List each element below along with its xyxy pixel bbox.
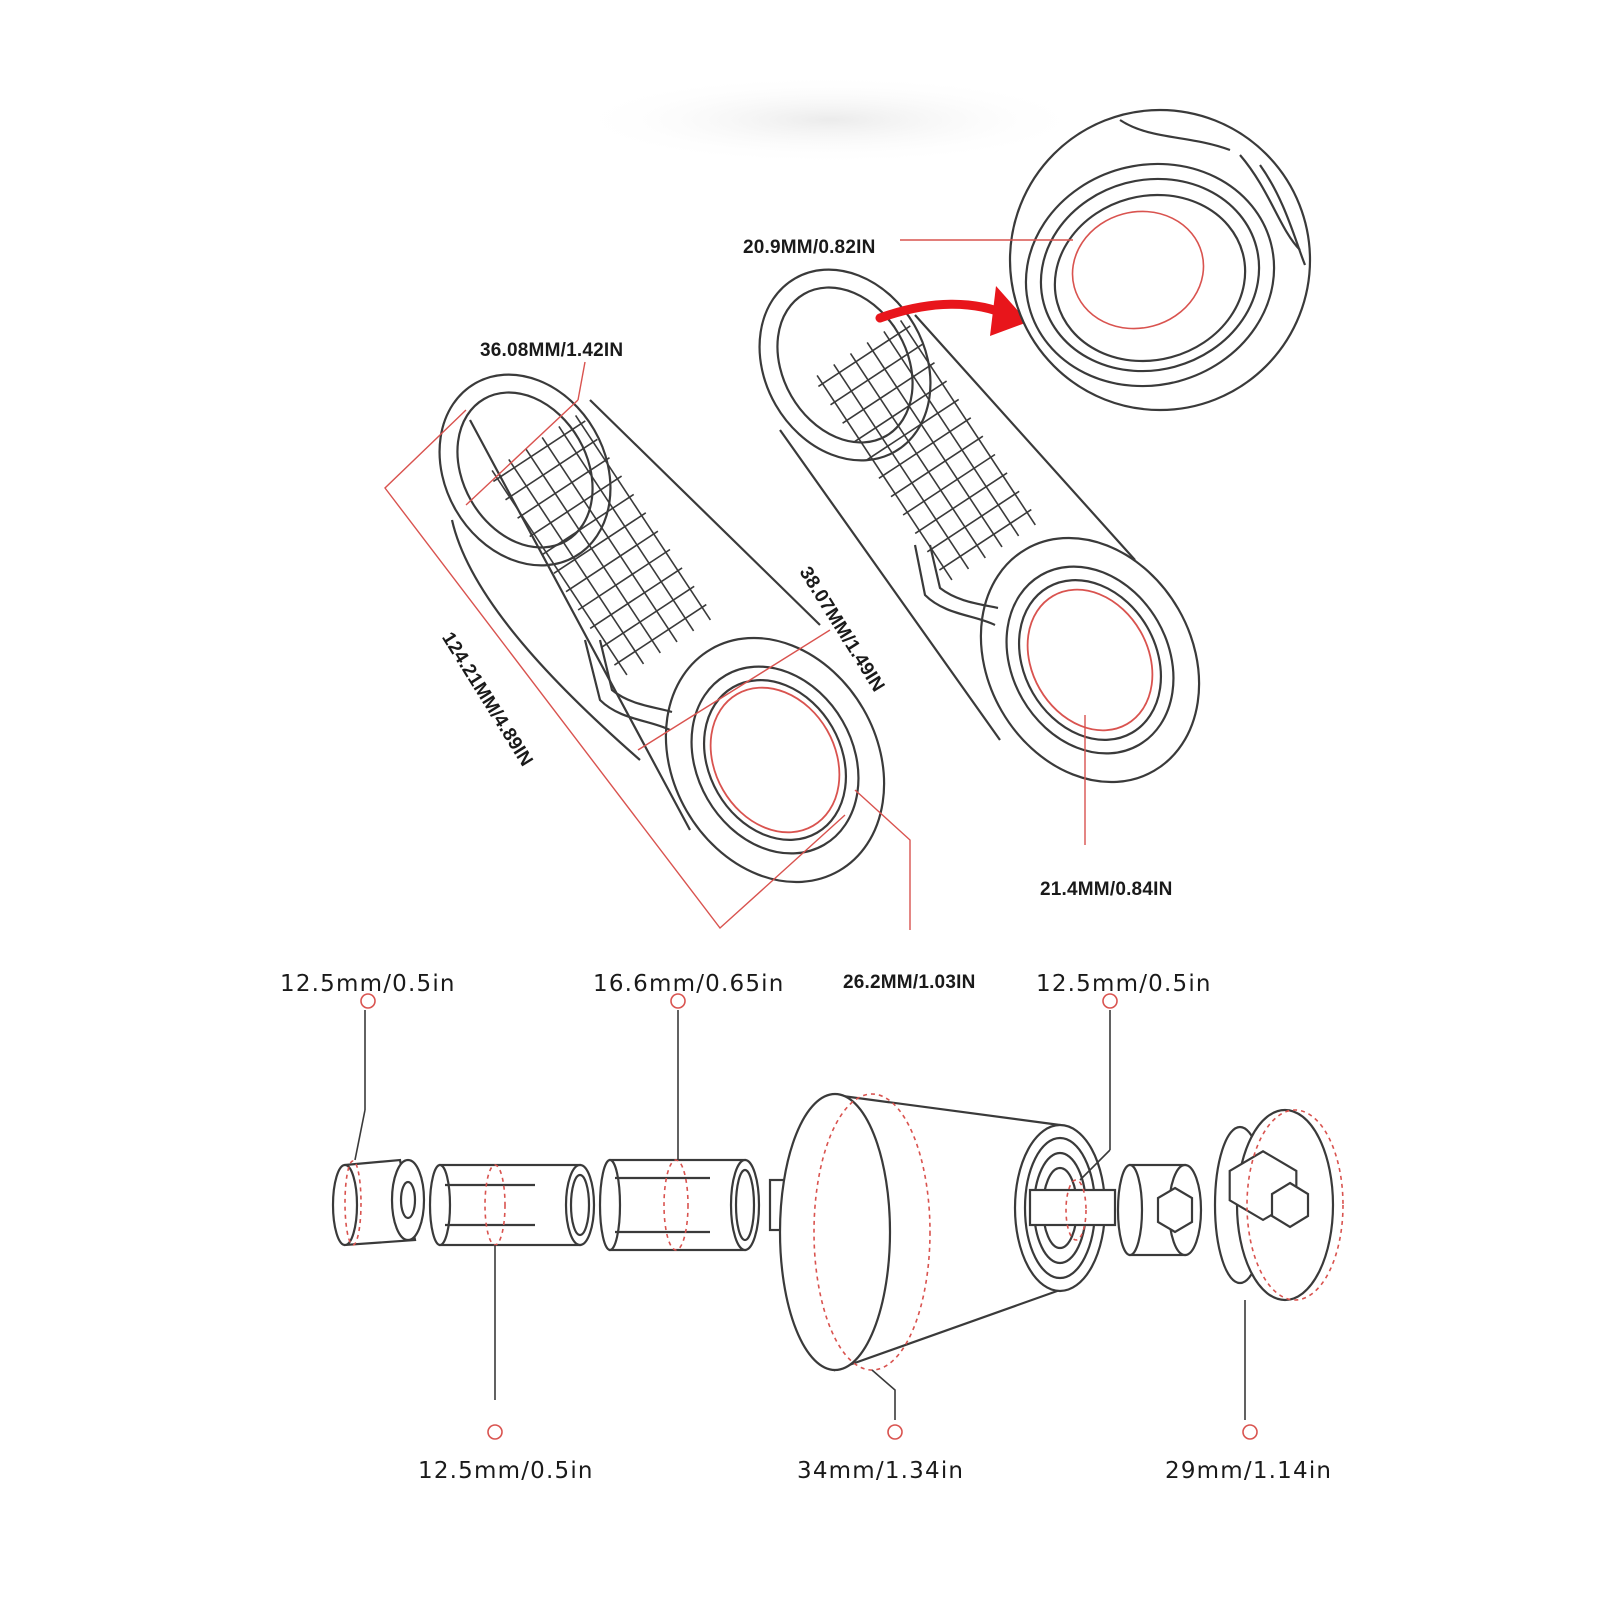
grip-texture-line	[938, 508, 1032, 571]
grip-texture-line	[558, 425, 695, 632]
grip-texture-line	[529, 475, 623, 538]
grip-texture-line	[866, 398, 960, 461]
grip-texture-line	[589, 567, 683, 630]
dot-icon	[670, 993, 686, 1009]
grip-right	[758, 268, 1201, 784]
grip-texture-line	[524, 447, 661, 654]
grip-texture-line	[899, 319, 1036, 526]
grip-texture-line	[890, 435, 984, 498]
grip-texture-line	[866, 341, 1003, 548]
grip-texture-line	[613, 603, 707, 666]
label-grip-outer-diameter: 36.08MM/1.42IN	[480, 340, 624, 361]
grip-texture-line	[833, 363, 970, 570]
grip-texture-line	[574, 414, 712, 621]
grip-texture-line	[491, 469, 628, 676]
grip-texture-line	[817, 325, 911, 388]
grip-texture-line	[830, 343, 923, 406]
label-grip-inner-diameter: 21.4MM/0.84IN	[1040, 879, 1173, 900]
grip-texture-line	[849, 352, 986, 559]
grip-texture-line	[541, 493, 635, 556]
grip-texture-line	[517, 457, 610, 519]
dot-icon	[887, 1424, 903, 1440]
grip-texture-line	[508, 458, 645, 665]
dot-icon	[487, 1424, 503, 1440]
grip-texture-line	[902, 453, 996, 516]
label-part-small-sleeve: 12.5mm/0.5in	[418, 1458, 594, 1484]
grip-texture-line	[601, 585, 695, 648]
label-part-bolt: 12.5mm/0.5in	[1036, 971, 1212, 997]
grip-texture-line	[565, 530, 659, 593]
grip-texture-line	[878, 417, 972, 479]
grip-texture-line	[914, 472, 1008, 535]
dot-icon	[1102, 993, 1118, 1009]
grip-texture-line	[842, 362, 935, 424]
label-part-cone-insert: 12.5mm/0.5in	[280, 971, 456, 997]
dot-icon	[360, 993, 376, 1009]
grip-texture-line	[541, 436, 678, 643]
grip-texture-line	[926, 490, 1020, 553]
part-leaders	[354, 1010, 1246, 1420]
label-part-large-sleeve: 16.6mm/0.65in	[593, 971, 785, 997]
grip-texture-line	[577, 548, 671, 611]
part-dots	[360, 993, 1258, 1440]
grip-texture-line	[854, 380, 948, 443]
background-haze	[570, 75, 1090, 165]
grip-texture-line	[553, 512, 647, 574]
label-grip-bore: 26.2MM/1.03IN	[843, 972, 976, 993]
label-part-cap: 29mm/1.14in	[1165, 1458, 1333, 1484]
detail-circle	[1008, 108, 1312, 412]
dot-icon	[1242, 1424, 1258, 1440]
label-part-weight: 34mm/1.34in	[797, 1458, 965, 1484]
exploded-parts	[331, 1092, 1335, 1372]
grip-texture-line	[505, 438, 598, 501]
grip-texture-line	[492, 420, 586, 483]
grip-texture-line	[883, 330, 1020, 537]
red-arrowhead-icon	[990, 286, 1028, 336]
label-grip-inner-detail: 20.9MM/0.82IN	[743, 237, 876, 258]
dimension-lines	[384, 239, 1086, 930]
